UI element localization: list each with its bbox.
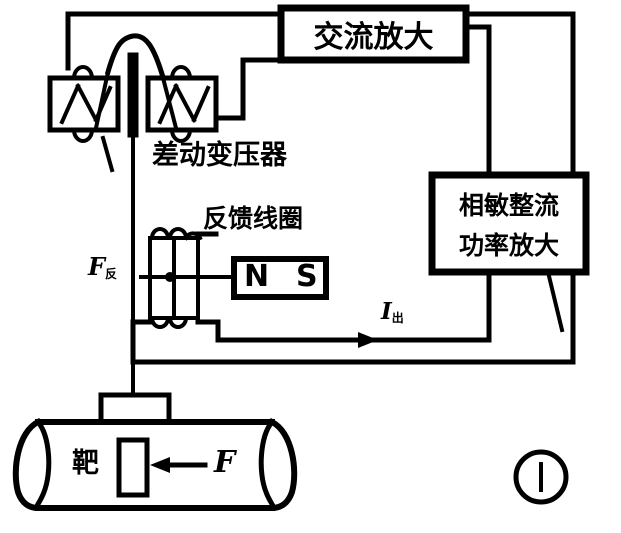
- feedback-force-label: F反: [88, 252, 118, 281]
- wire-ac-amp-to-rectifier-right: [463, 11, 576, 178]
- ac-amplifier-box: [277, 4, 470, 64]
- target-label: 靶: [72, 448, 99, 479]
- wire-bridge-right-tail: [159, 71, 179, 131]
- arrow-output-current: [358, 332, 378, 348]
- pipe-left-inner-arc: [34, 418, 52, 511]
- output-current-symbol: I: [381, 298, 392, 325]
- wire-coil-bridge-arc: [104, 33, 166, 78]
- target-plate: [116, 437, 150, 498]
- output-current-label: I出: [381, 300, 404, 324]
- pipe-left-endcap: [12, 417, 43, 512]
- wire-left-coil-to-ac-amp: [65, 11, 284, 71]
- coil-loop-right-bottom-1: [169, 127, 193, 143]
- feedback-force-subscript: 反: [105, 267, 118, 281]
- coil-loop-left-bottom-1: [71, 127, 95, 143]
- feedback-coil-loop-top-1: [149, 227, 171, 241]
- force-arrow-head: [150, 457, 170, 473]
- feedback-coil-loop-top-2: [167, 227, 189, 241]
- permanent-magnet-box: [231, 256, 329, 300]
- feedback-coil-loop-top-3: [183, 231, 203, 241]
- wire-ac-amp-to-rectifier-left: [463, 24, 492, 178]
- wire-return-bus: [130, 269, 576, 365]
- pipe-right-endcap: [267, 417, 298, 512]
- leader-line-transformer: [100, 135, 115, 173]
- magnet-south-label: S: [296, 259, 318, 294]
- target-mount-flange: [98, 392, 172, 425]
- wire-output-current-path: [215, 319, 492, 343]
- feedback-coil-loop-bot-2: [167, 315, 189, 329]
- magnet-north-label: N: [244, 259, 272, 294]
- ac-amplifier-label: 交流放大: [313, 20, 434, 55]
- output-current-subscript: 出: [391, 311, 404, 325]
- phase-rectifier-label: 相敏整流 功率放大: [432, 175, 586, 272]
- differential-transformer-label: 差动变压器: [152, 140, 287, 171]
- coil-center-node: [165, 272, 175, 282]
- coil-loop-right-top-1: [169, 65, 193, 81]
- phase-rectifier-line-2: 功率放大: [458, 230, 559, 260]
- feedback-coil-label: 反馈线圈: [203, 204, 304, 233]
- feedback-force-symbol: F: [88, 252, 106, 281]
- leader-line-rectifier: [545, 269, 565, 333]
- coil-loop-left-top-1: [71, 65, 95, 81]
- force-label: F: [214, 445, 236, 480]
- wire-bridge-left-tail: [93, 69, 111, 131]
- phase-rectifier-box: [428, 171, 590, 276]
- pipe-right-inner-arc: [258, 418, 276, 511]
- phase-rectifier-line-1: 相敏整流: [458, 190, 559, 220]
